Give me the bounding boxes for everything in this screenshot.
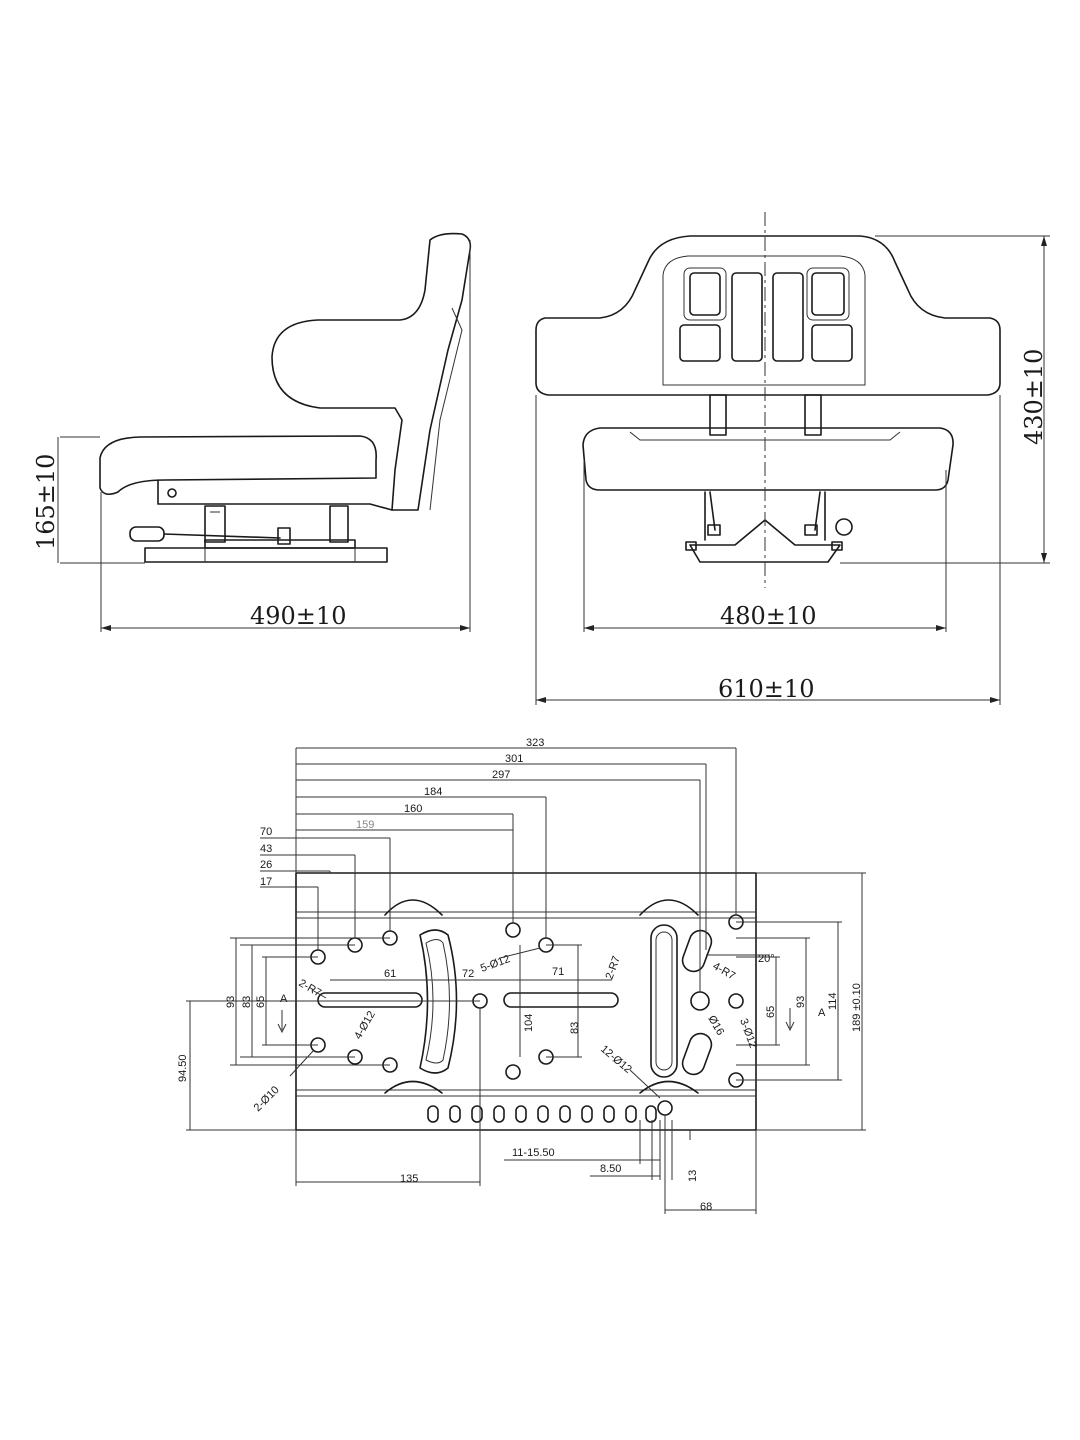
side-seat-cushion (99, 435, 377, 496)
front-post-left (709, 394, 727, 436)
dim-right-189: 189 ±0.10 (851, 983, 863, 1032)
side-lever-rod (163, 533, 281, 539)
dim-left-65: 65 (255, 996, 267, 1008)
dim-left-93: 93 (225, 996, 237, 1008)
plate-slot-right (503, 992, 619, 1008)
section-mark-right: A (818, 1007, 826, 1019)
dim-26: 26 (260, 859, 272, 871)
dim-11-15-50: 11-15.50 (512, 1147, 555, 1159)
dim-right-65: 65 (765, 1006, 777, 1018)
side-backrest (271, 232, 472, 511)
side-backrest-edge (429, 307, 463, 511)
callout-hole-16: Ø16 (705, 1014, 726, 1038)
dim-323: 323 (526, 737, 544, 749)
side-seat-pan (157, 479, 393, 511)
dim-left-83: 83 (241, 996, 253, 1008)
dim-13: 13 (687, 1170, 699, 1182)
callout-2-r7-right: 2-R7 (604, 955, 623, 982)
dim-right-93: 93 (795, 996, 807, 1008)
plate-bottom-slots (427, 1105, 657, 1123)
callout-4-holes: 4-Ø12 (352, 1009, 378, 1041)
dim-43: 43 (260, 843, 272, 855)
dim-17: 17 (260, 876, 272, 888)
front-height-label: 430±10 (1020, 349, 1048, 445)
callout-4-r7: 4-R7 (711, 960, 738, 982)
callout-12-holes: 12-Ø12 (598, 1043, 634, 1076)
section-mark-left: A (280, 993, 288, 1005)
plate-vertical-slot (650, 924, 678, 1078)
dim-159: 159 (356, 819, 374, 831)
dim-184: 184 (424, 786, 442, 798)
base-plate-view: 323 301 297 184 160 159 70 43 26 17 93 8… (177, 737, 866, 1214)
side-base-plate (144, 547, 388, 563)
dim-104: 104 (523, 1014, 535, 1032)
dim-83: 83 (569, 1022, 581, 1034)
plate-slot-left (317, 992, 423, 1008)
side-suspension-a (204, 505, 226, 543)
side-pivot-bolt (167, 488, 177, 498)
front-overall-width-label: 610±10 (718, 675, 814, 703)
dim-right-114: 114 (827, 992, 839, 1010)
front-backrest-windows (679, 267, 853, 362)
side-lever-knob (129, 526, 165, 542)
dim-68: 68 (700, 1201, 712, 1213)
side-height-label: 165±10 (32, 454, 60, 550)
callout-2-holes: 2-Ø10 (252, 1084, 282, 1114)
dim-8-50: 8.50 (600, 1163, 621, 1175)
dim-160: 160 (404, 803, 422, 815)
dim-70: 70 (260, 826, 272, 838)
dim-left-94-50: 94.50 (177, 1054, 189, 1082)
front-base-width-label: 480±10 (720, 602, 816, 630)
plate-notch (384, 899, 443, 916)
front-view: 430±10 480±10 610±10 (535, 212, 1050, 705)
dim-301: 301 (505, 753, 523, 765)
front-seat-cushion (582, 427, 954, 491)
front-scissor (704, 491, 826, 541)
front-backrest (535, 235, 1001, 396)
front-adjust-knob (835, 518, 853, 536)
dim-135: 135 (400, 1173, 418, 1185)
callout-angle: 20° (758, 953, 775, 965)
front-post-right (804, 394, 822, 436)
dim-72: 72 (462, 968, 474, 980)
side-view: 165±10 490±10 (32, 232, 472, 632)
front-base-channel (689, 519, 841, 563)
dim-61: 61 (384, 968, 396, 980)
front-backrest-panel (662, 255, 866, 386)
plate-curved-slot (419, 929, 458, 1074)
dim-297: 297 (492, 769, 510, 781)
side-depth-label: 490±10 (250, 602, 346, 630)
side-suspension-b (329, 505, 349, 543)
dim-71: 71 (552, 966, 564, 978)
